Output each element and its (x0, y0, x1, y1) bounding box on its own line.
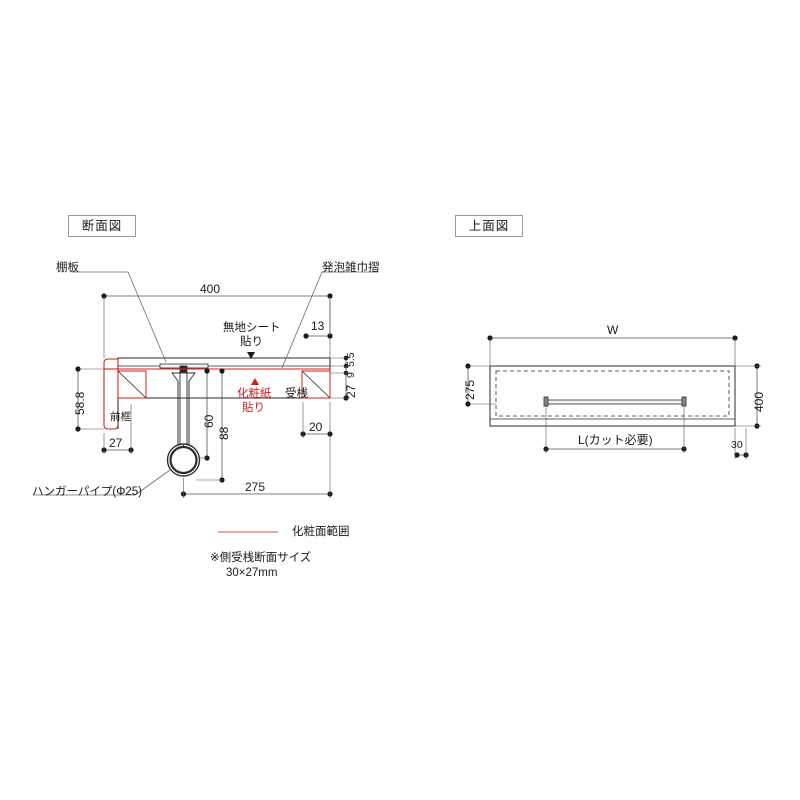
dim-top-5-5: 5.5 (345, 352, 357, 367)
top-view-geometry (465, 335, 761, 459)
dim-top-edge-30: 30 (731, 439, 743, 451)
dim-frame-27: 27 (109, 436, 123, 450)
label-front-frame: 前框 (110, 411, 131, 423)
dim-panel-9: 9 (345, 372, 357, 378)
dim-width-400: 400 (200, 282, 221, 296)
legend-note-line2: 30×27mm (226, 567, 278, 579)
dim-top-depth-400: 400 (752, 391, 766, 412)
label-plain-sheet-line2: 貼り (240, 336, 263, 348)
legend-deco-range: 化粧面範囲 (292, 526, 350, 538)
dim-right-20: 20 (309, 420, 323, 434)
dim-top-width-w: W (607, 323, 619, 337)
dim-foam-13: 13 (311, 319, 325, 333)
dim-top-length-l: L(カット必要) (578, 433, 653, 447)
legend-note-line1: ※側受桟断面サイズ (210, 552, 312, 564)
dim-rail-27: 27 (344, 384, 358, 398)
dim-left-58-8: 58.8 (73, 391, 87, 415)
dim-top-depth-275: 275 (463, 379, 477, 400)
label-plain-sheet-line1: 無地シート (223, 322, 281, 334)
label-foam-trim: 発泡雑巾摺 (322, 262, 380, 274)
label-receiving-rail: 受桟 (285, 388, 308, 400)
section-title-top: 上面図 (455, 215, 523, 237)
label-deco-paper-line2: 貼り (242, 402, 265, 414)
label-shelf-board: 棚板 (56, 262, 79, 274)
section-title-cross: 断面図 (68, 215, 136, 237)
dim-bottom-275: 275 (245, 480, 266, 494)
dim-pipe-88: 88 (217, 426, 231, 440)
label-deco-paper-line1: 化粧紙 (237, 388, 272, 400)
cross-section-geometry (33, 271, 378, 498)
dim-pipe-60: 60 (202, 414, 216, 428)
label-hanger-pipe: ハンガーパイプ(Φ25) (32, 486, 143, 498)
